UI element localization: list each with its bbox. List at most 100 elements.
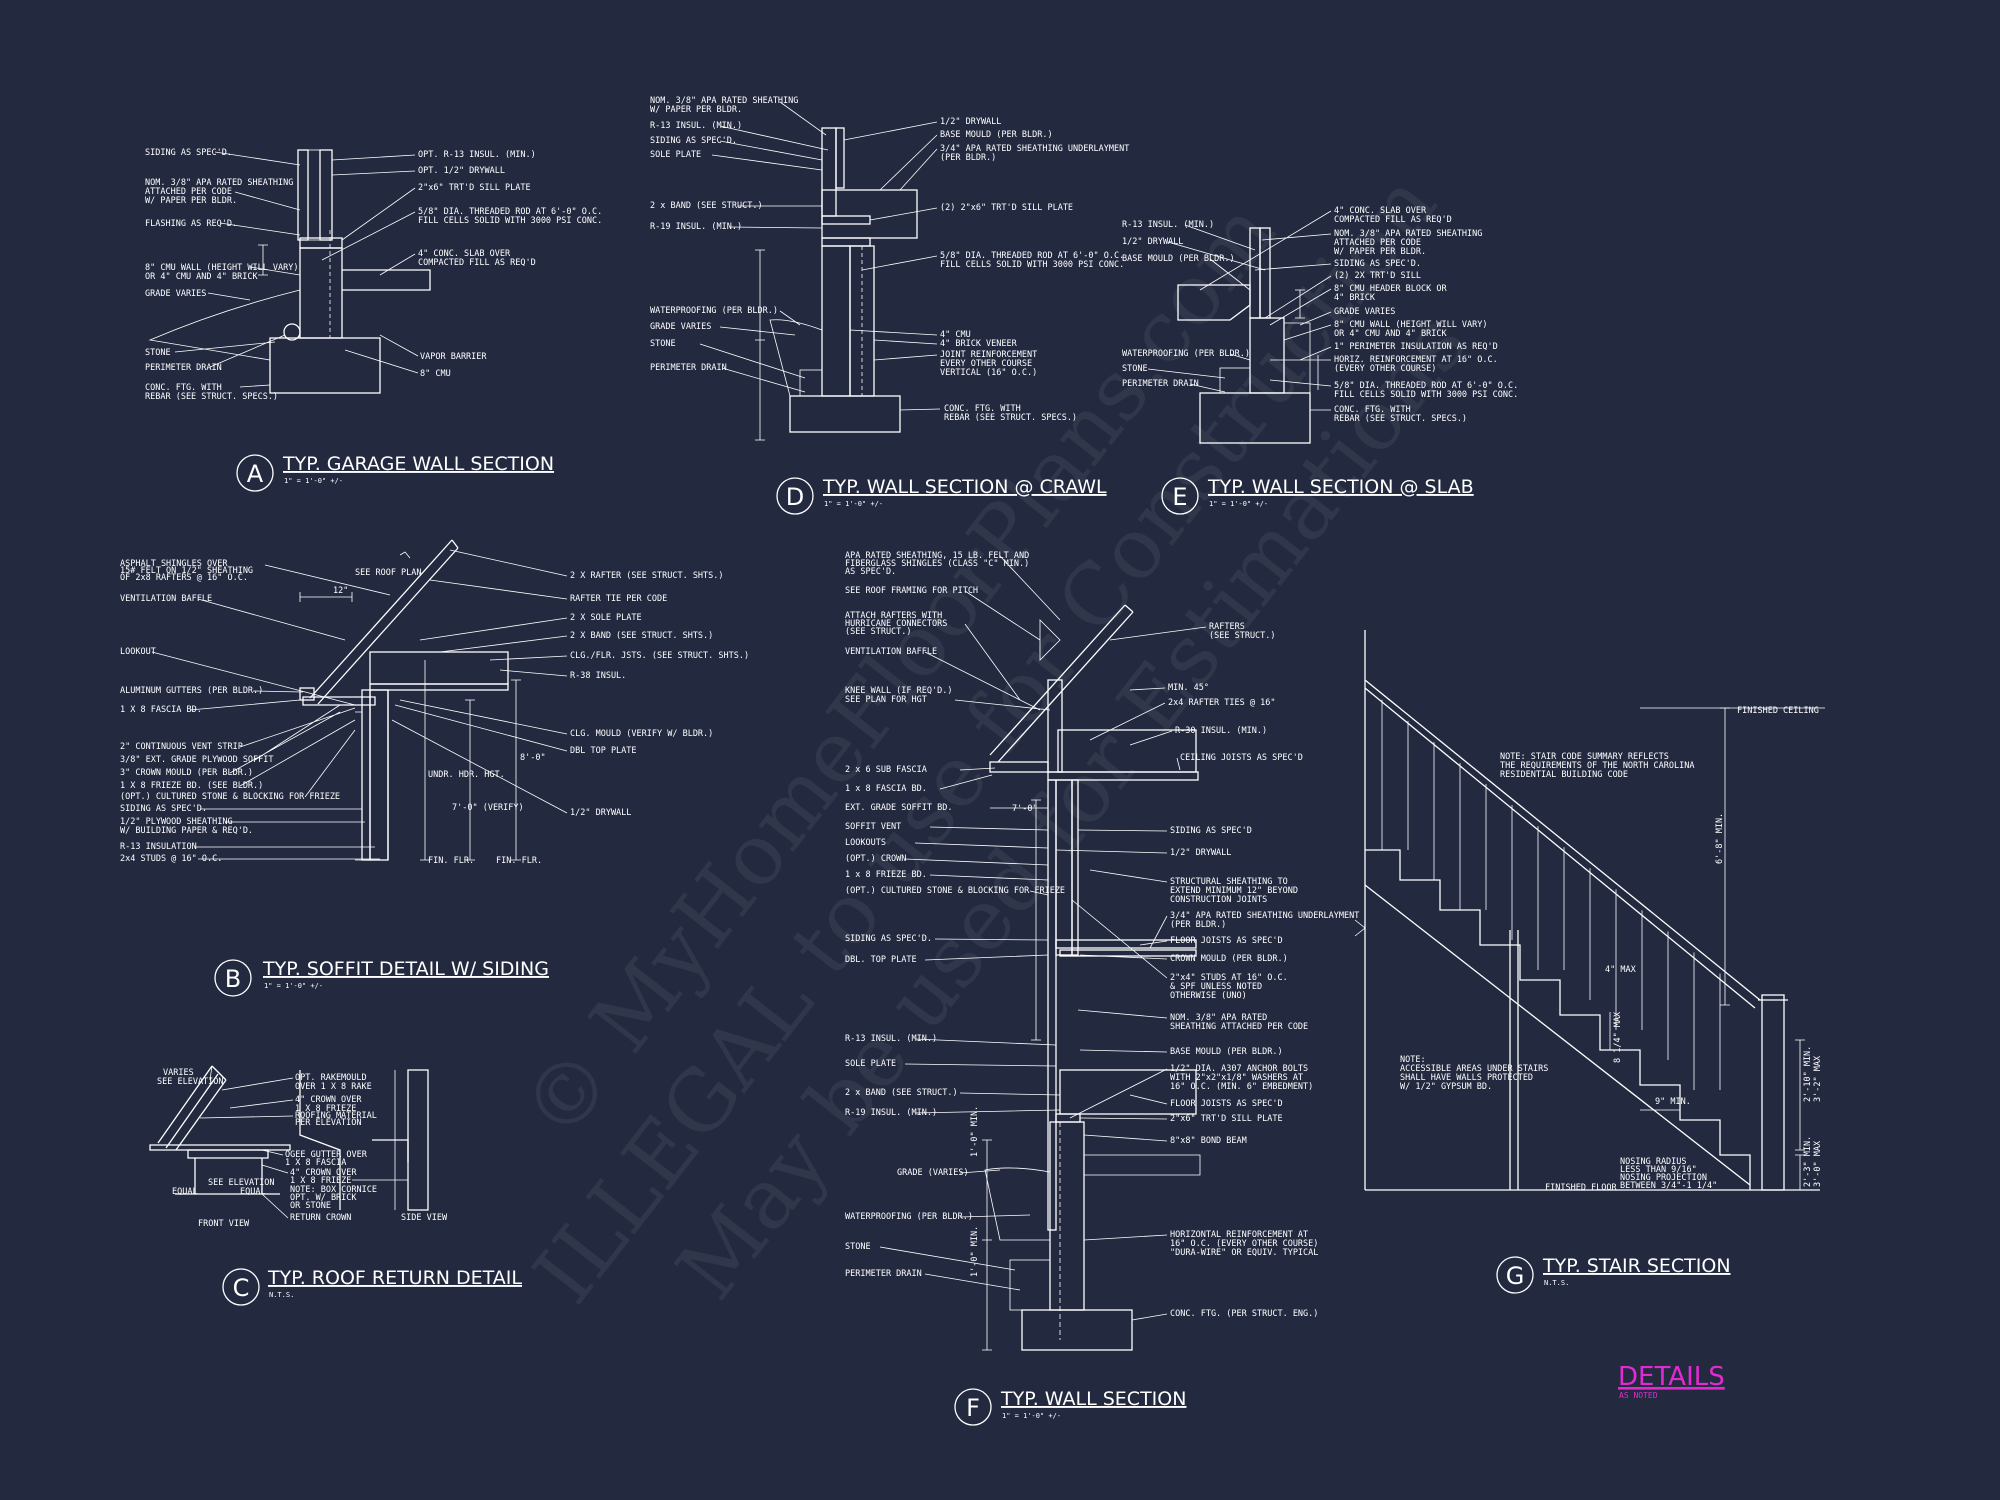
svg-text:2 X RAFTER (SEE STRUCT. SHTS.): 2 X RAFTER (SEE STRUCT. SHTS.) — [570, 571, 724, 581]
svg-text:1 X 8 FRIEZE BD. (SEE BLDR.): 1 X 8 FRIEZE BD. (SEE BLDR.) — [120, 781, 263, 791]
svg-text:CONC. FTG. (PER STRUCT. ENG.): CONC. FTG. (PER STRUCT. ENG.) — [1170, 1309, 1318, 1319]
svg-text:REBAR (SEE STRUCT. SPECS.): REBAR (SEE STRUCT. SPECS.) — [145, 392, 278, 402]
detail-g-labels: FINISHED CEILING NOTE: STAIR CODE SUMMAR… — [1400, 706, 1823, 1193]
svg-text:KNEE WALL (IF REQ'D.): KNEE WALL (IF REQ'D.) — [845, 686, 952, 696]
svg-text:OR STONE: OR STONE — [290, 1201, 331, 1211]
svg-text:OPT. R-13 INSUL. (MIN.): OPT. R-13 INSUL. (MIN.) — [418, 150, 536, 160]
svg-text:7'-0": 7'-0" — [1012, 804, 1038, 814]
detail-f-labels-left: APA RATED SHEATHING, 15 LB. FELT AND FIB… — [845, 551, 1065, 1291]
detail-g-title: G TYP. STAIR SECTION N.T.S. — [1496, 1255, 1731, 1294]
svg-text:4" CROWN OVER: 4" CROWN OVER — [290, 1168, 357, 1178]
svg-text:TYP. WALL SECTION: TYP. WALL SECTION — [1000, 1388, 1186, 1410]
svg-text:WATERPROOFING (PER BLDR.): WATERPROOFING (PER BLDR.) — [650, 306, 778, 316]
svg-text:1" = 1'-0" +/-: 1" = 1'-0" +/- — [824, 500, 883, 508]
svg-text:NOSING RADIUS: NOSING RADIUS — [1620, 1157, 1687, 1167]
svg-text:VERTICAL (16" O.C.): VERTICAL (16" O.C.) — [940, 368, 1037, 378]
svg-text:8" CMU: 8" CMU — [420, 369, 451, 379]
svg-text:2x4 RAFTER TIES @ 16": 2x4 RAFTER TIES @ 16" — [1168, 698, 1275, 708]
detail-a-title: A TYP. GARAGE WALL SECTION 1" = 1'-0" +/… — [236, 453, 554, 492]
svg-text:16" O.C. (EVERY OTHER COURSE): 16" O.C. (EVERY OTHER COURSE) — [1170, 1239, 1318, 1249]
svg-text:1 X 8 FASCIA BD.: 1 X 8 FASCIA BD. — [120, 705, 202, 715]
svg-text:REBAR (SEE STRUCT. SPECS.): REBAR (SEE STRUCT. SPECS.) — [1334, 414, 1467, 424]
svg-text:SHEATHING ATTACHED PER CODE: SHEATHING ATTACHED PER CODE — [1170, 1022, 1308, 1032]
svg-text:(2) 2"x6" TRT'D SILL PLATE: (2) 2"x6" TRT'D SILL PLATE — [940, 203, 1073, 213]
svg-text:2 x BAND (SEE STRUCT.): 2 x BAND (SEE STRUCT.) — [845, 1088, 958, 1098]
svg-text:4" CONC. SLAB OVER: 4" CONC. SLAB OVER — [1334, 206, 1427, 216]
detail-f-labels-right: RAFTERS (SEE STRUCT.) MIN. 45° 2x4 RAFTE… — [970, 622, 1359, 1321]
svg-text:SEE ELEVATION: SEE ELEVATION — [208, 1178, 275, 1188]
detail-f-title: F TYP. WALL SECTION 1" = 1'-0" +/- — [954, 1388, 1186, 1426]
svg-text:W/ PAPER PER BLDR.: W/ PAPER PER BLDR. — [145, 196, 237, 206]
svg-text:1" = 1'-0" +/-: 1" = 1'-0" +/- — [1209, 500, 1268, 508]
svg-text:CONC. FTG. WITH: CONC. FTG. WITH — [1334, 405, 1411, 415]
svg-text:ATTACHED PER CODE: ATTACHED PER CODE — [145, 187, 232, 197]
svg-text:3'-0" MAX: 3'-0" MAX — [1813, 1140, 1823, 1187]
detail-d-labels-right: 1/2" DRYWALL BASE MOULD (PER BLDR.) 3/4"… — [843, 117, 1129, 423]
svg-text:R-19 INSUL. (MIN.): R-19 INSUL. (MIN.) — [845, 1108, 937, 1118]
sheet-title-text: DETAILS — [1618, 1362, 1725, 1392]
svg-text:RESIDENTIAL BUILDING CODE: RESIDENTIAL BUILDING CODE — [1500, 770, 1628, 780]
svg-text:NOTE:: NOTE: — [1400, 1055, 1426, 1065]
svg-text:MIN. 45°: MIN. 45° — [1168, 683, 1209, 693]
svg-text:8" CMU HEADER BLOCK OR: 8" CMU HEADER BLOCK OR — [1334, 284, 1447, 294]
svg-text:1/2" PLYWOOD SHEATHING: 1/2" PLYWOOD SHEATHING — [120, 817, 233, 827]
svg-text:WITH 2"x2"x1/8" WASHERS AT: WITH 2"x2"x1/8" WASHERS AT — [1170, 1073, 1303, 1083]
svg-text:2"x6" TRT'D SILL PLATE: 2"x6" TRT'D SILL PLATE — [1170, 1114, 1283, 1124]
svg-text:& SPF UNLESS NOTED: & SPF UNLESS NOTED — [1170, 982, 1262, 992]
svg-text:4" BRICK: 4" BRICK — [1334, 293, 1376, 303]
svg-text:HORIZ. REINFORCEMENT AT 16" O.: HORIZ. REINFORCEMENT AT 16" O.C. — [1334, 355, 1498, 365]
svg-text:LOOKOUT: LOOKOUT — [120, 647, 156, 657]
svg-text:8'-0": 8'-0" — [520, 753, 546, 763]
svg-text:8" CMU WALL (HEIGHT WILL VARY): 8" CMU WALL (HEIGHT WILL VARY) — [1334, 320, 1488, 330]
svg-text:CONC. FTG. WITH: CONC. FTG. WITH — [145, 383, 222, 393]
svg-text:NOTE: BOX CORNICE: NOTE: BOX CORNICE — [290, 1185, 377, 1195]
svg-text:4" MAX: 4" MAX — [1605, 965, 1637, 975]
svg-text:GRADE VARIES: GRADE VARIES — [1334, 307, 1395, 317]
detail-c-title: C TYP. ROOF RETURN DETAIL N.T.S. — [222, 1267, 522, 1306]
svg-text:WATERPROOFING (PER BLDR.): WATERPROOFING (PER BLDR.) — [845, 1212, 973, 1222]
svg-text:SOLE PLATE: SOLE PLATE — [845, 1059, 896, 1069]
svg-text:GRADE VARIES: GRADE VARIES — [145, 289, 206, 299]
svg-text:THE REQUIREMENTS OF THE NORTH: THE REQUIREMENTS OF THE NORTH CAROLINA — [1500, 761, 1694, 771]
svg-text:HURRICANE CONNECTORS: HURRICANE CONNECTORS — [845, 619, 947, 629]
svg-text:ALUMINUM GUTTERS (PER BLDR.): ALUMINUM GUTTERS (PER BLDR.) — [120, 686, 263, 696]
svg-text:FIN. FLR.: FIN. FLR. — [496, 856, 542, 866]
svg-text:BASE MOULD (PER BLDR.): BASE MOULD (PER BLDR.) — [940, 130, 1053, 140]
svg-text:FILL CELLS SOLID WITH 3000 PSI: FILL CELLS SOLID WITH 3000 PSI CONC. — [1334, 390, 1518, 400]
svg-text:1" = 1'-0" +/-: 1" = 1'-0" +/- — [264, 982, 323, 990]
svg-text:W/ BUILDING PAPER & REQ'D.: W/ BUILDING PAPER & REQ'D. — [120, 826, 253, 836]
svg-text:PERIMETER DRAIN: PERIMETER DRAIN — [650, 363, 727, 373]
svg-text:SEE ROOF FRAMING FOR PITCH: SEE ROOF FRAMING FOR PITCH — [845, 586, 978, 596]
svg-text:1/2" DRYWALL: 1/2" DRYWALL — [1170, 848, 1231, 858]
svg-text:E: E — [1172, 483, 1187, 511]
svg-text:FLOOR JOISTS AS SPEC'D: FLOOR JOISTS AS SPEC'D — [1170, 936, 1283, 946]
svg-text:"DURA-WIRE" OR EQUIV. TYPICAL: "DURA-WIRE" OR EQUIV. TYPICAL — [1170, 1248, 1318, 1258]
svg-text:OR 4" CMU AND 4" BRICK: OR 4" CMU AND 4" BRICK — [145, 272, 258, 282]
svg-text:LOOKOUTS: LOOKOUTS — [845, 838, 886, 848]
svg-text:ACCESSIBLE AREAS UNDER STAIRS: ACCESSIBLE AREAS UNDER STAIRS — [1400, 1064, 1548, 1074]
svg-text:OTHERWISE (UNO): OTHERWISE (UNO) — [1170, 991, 1247, 1001]
svg-text:8"x8" BOND BEAM: 8"x8" BOND BEAM — [1170, 1136, 1247, 1146]
svg-text:LESS THAN 9/16": LESS THAN 9/16" — [1620, 1165, 1697, 1175]
svg-text:R-30 INSUL. (MIN.): R-30 INSUL. (MIN.) — [1175, 726, 1267, 736]
svg-text:1 x 8 FASCIA BD.: 1 x 8 FASCIA BD. — [845, 784, 927, 794]
svg-text:(SEE STRUCT.): (SEE STRUCT.) — [845, 627, 912, 637]
svg-text:SEE ELEVATION: SEE ELEVATION — [157, 1077, 224, 1087]
svg-text:OVER 1 X 8 RAKE: OVER 1 X 8 RAKE — [295, 1082, 372, 1092]
detail-g-graphic — [1354, 630, 1825, 1191]
svg-text:STONE: STONE — [650, 339, 676, 349]
svg-text:STONE: STONE — [145, 348, 171, 358]
svg-text:FIN. FLR.: FIN. FLR. — [428, 856, 474, 866]
svg-text:5/8" DIA. THREADED ROD AT 6'-0: 5/8" DIA. THREADED ROD AT 6'-0" O.C. — [1334, 381, 1518, 391]
svg-text:N.T.S.: N.T.S. — [1544, 1279, 1569, 1287]
svg-text:2'-10" MIN.: 2'-10" MIN. — [1803, 1046, 1813, 1102]
svg-text:NOM. 3/8" APA RATED SHEATHING: NOM. 3/8" APA RATED SHEATHING — [1334, 229, 1482, 239]
svg-text:1" = 1'-0" +/-: 1" = 1'-0" +/- — [284, 477, 343, 485]
svg-text:4" BRICK VENEER: 4" BRICK VENEER — [940, 339, 1018, 349]
svg-text:D: D — [786, 483, 804, 511]
svg-text:A: A — [247, 460, 264, 488]
svg-text:12": 12" — [333, 586, 348, 596]
svg-text:1/2" DRYWALL: 1/2" DRYWALL — [940, 117, 1001, 127]
svg-text:W/ PAPER PER BLDR.: W/ PAPER PER BLDR. — [1334, 247, 1426, 257]
